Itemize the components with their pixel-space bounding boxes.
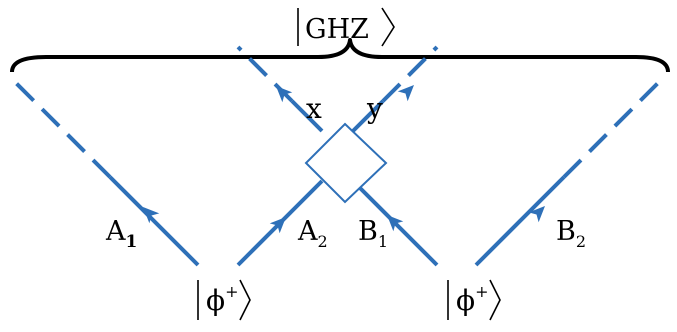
- svg-text:ϕ+: ϕ+: [206, 282, 239, 317]
- arrowhead-b1: [387, 215, 404, 232]
- beam-y: [351, 45, 439, 133]
- label-a2: A2: [297, 216, 328, 251]
- label-a1: A1: [105, 216, 137, 252]
- beam-a1: [10, 77, 200, 267]
- phi-left-sup: +: [225, 282, 238, 301]
- arrowhead-x: [276, 86, 293, 103]
- label-y: y: [366, 92, 383, 125]
- arrowhead-a2: [269, 217, 286, 234]
- label-b1: B1: [358, 216, 388, 251]
- phi-left-symbol: ϕ: [206, 284, 225, 317]
- label-x: x: [306, 92, 322, 125]
- phi-right-sup: +: [475, 282, 488, 301]
- phi-plus-ket-left: ϕ+: [197, 279, 251, 321]
- phi-right-symbol: ϕ: [456, 284, 475, 317]
- arrowhead-y: [397, 85, 414, 102]
- arrowhead-a1: [143, 207, 160, 224]
- beam-b2: [474, 75, 666, 267]
- phi-plus-ket-right: ϕ+: [447, 279, 501, 321]
- ghz-label: GHZ: [305, 14, 369, 45]
- arrowhead-b2: [528, 206, 545, 223]
- polarizing-beam-splitter-icon: [304, 122, 388, 204]
- label-b2: B2: [556, 216, 586, 251]
- svg-text:ϕ+: ϕ+: [456, 282, 489, 317]
- ghz-ket: GHZ: [297, 7, 395, 47]
- ghz-brace: [10, 38, 670, 73]
